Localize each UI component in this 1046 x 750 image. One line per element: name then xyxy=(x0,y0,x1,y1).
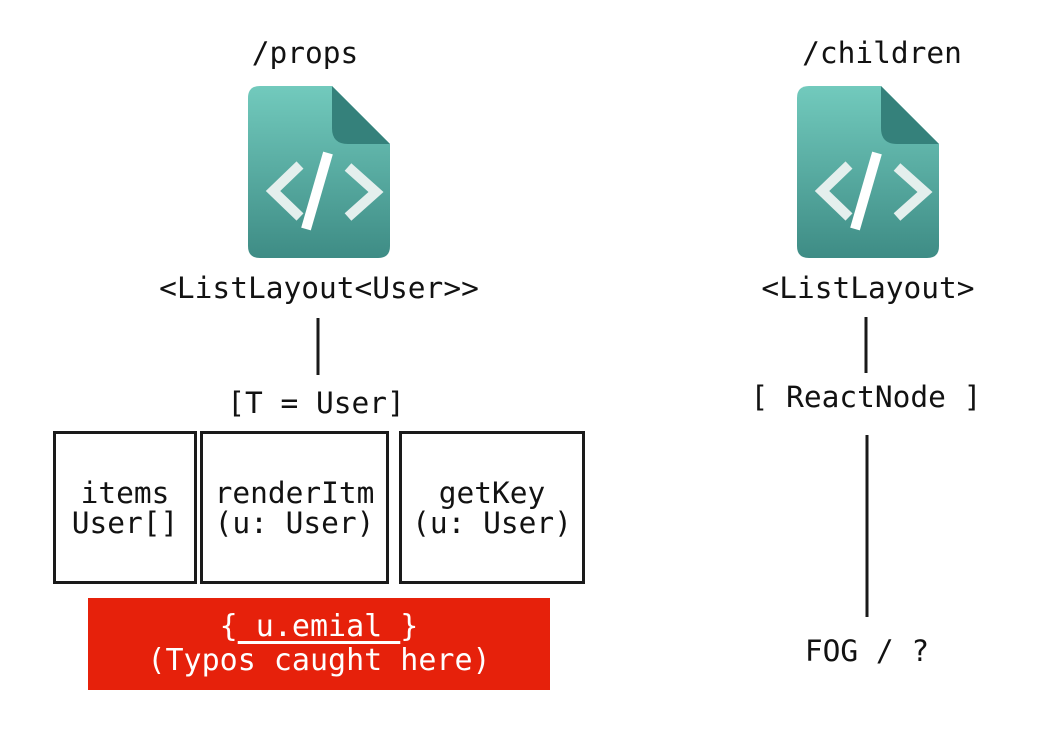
code-glyph xyxy=(814,151,933,231)
close-brace: } xyxy=(400,609,419,644)
children-connector-line xyxy=(864,317,868,373)
children-result-label: FOG / ? xyxy=(804,634,930,668)
code-file-icon xyxy=(248,86,390,258)
props-connector-line xyxy=(316,318,320,375)
folded-corner xyxy=(332,86,390,144)
prop-name: renderItm xyxy=(214,475,375,510)
generic-binding-label: [T = User] xyxy=(227,386,405,420)
prop-type: (u: User) xyxy=(214,505,375,540)
prop-cell-items: items User[] xyxy=(53,431,197,584)
typo-expression: { u.emial } xyxy=(220,610,419,644)
children-path-label: /children xyxy=(802,36,962,70)
prop-cell-renderitm: renderItm (u: User) xyxy=(200,431,389,584)
children-type-label: [ ReactNode ] xyxy=(750,380,982,414)
typo-caption: (Typos caught here) xyxy=(147,643,491,678)
folded-corner xyxy=(881,86,939,144)
open-brace: { xyxy=(219,609,238,644)
props-tag-label: <ListLayout<User>> xyxy=(159,271,479,305)
prop-type: User[] xyxy=(71,505,179,540)
typo-error-box: { u.emial } (Typos caught here) xyxy=(88,598,550,690)
children-tag-label: <ListLayout> xyxy=(761,271,975,305)
typo-identifier: u.emial xyxy=(237,609,401,644)
prop-type: (u: User) xyxy=(412,505,572,540)
props-path-label: /props xyxy=(251,36,359,70)
code-file-icon xyxy=(797,86,939,258)
children-long-connector-line xyxy=(865,435,869,617)
code-glyph xyxy=(265,151,384,231)
prop-name: getKey xyxy=(438,475,546,510)
props-table: items User[] renderItm (u: User) getKey … xyxy=(53,431,585,584)
prop-cell-getkey: getKey (u: User) xyxy=(399,431,585,584)
prop-name: items xyxy=(80,475,170,510)
